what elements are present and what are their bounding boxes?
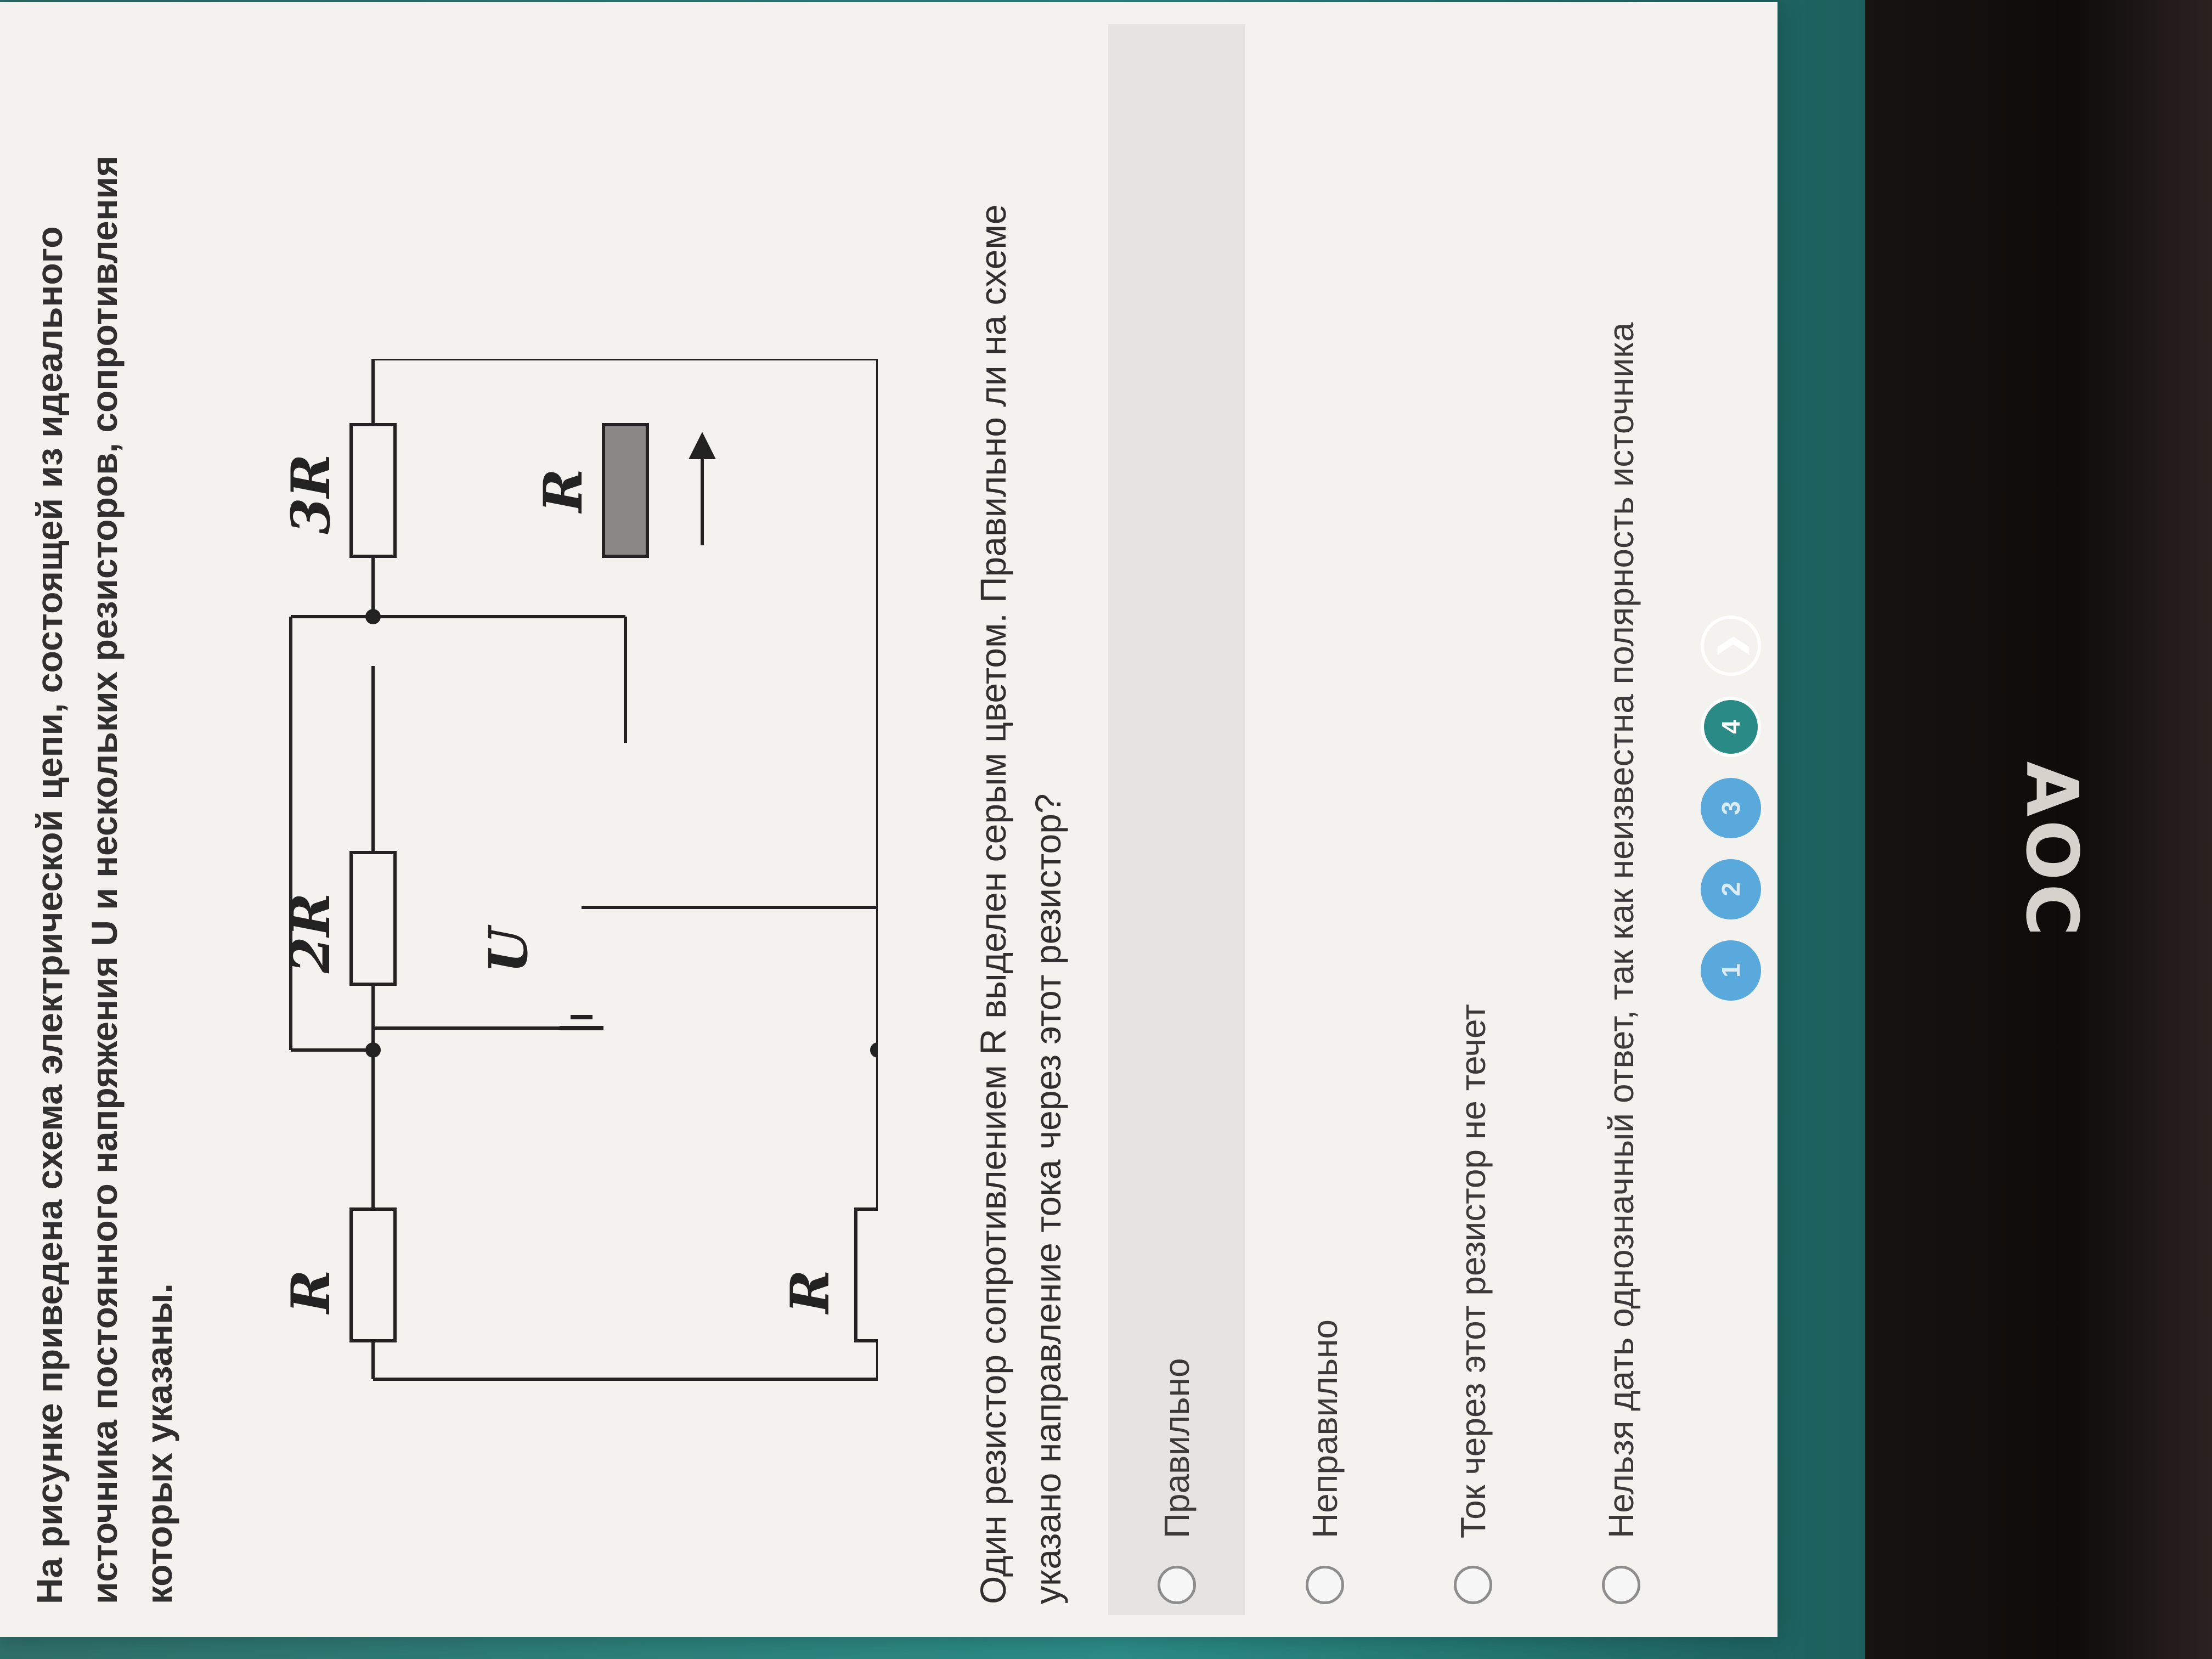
option-3[interactable]: Ток через этот резистор не течет: [1404, 24, 1542, 1615]
label-3r: 3R: [280, 454, 342, 534]
option-2[interactable]: Неправильно: [1256, 24, 1393, 1615]
radio-icon[interactable]: [1602, 1566, 1640, 1604]
task-intro: На рисунке приведена схема электрической…: [29, 155, 179, 1604]
task-question: Один резистор сопротивлением R выделен с…: [973, 204, 1068, 1604]
radio-icon[interactable]: [1306, 1566, 1344, 1604]
page-1-button[interactable]: 1: [1701, 940, 1761, 1001]
monitor-logo: AOC: [2010, 761, 2094, 940]
resistor-3r: [349, 423, 397, 558]
label-r-bottom-left: R: [779, 1269, 841, 1315]
option-4[interactable]: Нельзя дать однозначный ответ, так как н…: [1553, 24, 1690, 1615]
task-card: На рисунке приведена схема электрической…: [0, 2, 1778, 1637]
resistor-r-top-left: [349, 1207, 397, 1342]
label-source: U: [477, 924, 539, 973]
resistor-r-gray: [602, 423, 649, 558]
radio-icon[interactable]: [1158, 1566, 1196, 1604]
current-arrow: [689, 432, 716, 545]
page-4-button[interactable]: 4: [1701, 697, 1761, 757]
option-label: Нельзя дать однозначный ответ, так как н…: [1601, 322, 1641, 1538]
junction-dot: [870, 1042, 878, 1058]
option-1[interactable]: Правильно: [1108, 24, 1245, 1615]
radio-icon[interactable]: [1454, 1566, 1492, 1604]
chevron-right-icon[interactable]: ❯: [1701, 616, 1761, 676]
circuit-diagram: R R 2R 3R R U: [280, 359, 878, 1381]
page-3-button[interactable]: 3: [1701, 778, 1761, 838]
screen: На рисунке приведена схема электрической…: [0, 2, 1778, 1637]
option-label: Ток через этот резистор не течет: [1453, 1004, 1493, 1538]
junction-dot: [365, 609, 381, 624]
option-label: Неправильно: [1305, 1319, 1345, 1538]
pagination: 1 2 3 4 ❯: [1701, 616, 1761, 1001]
label-r-top-left: R: [280, 1269, 342, 1315]
option-label: Правильно: [1157, 1358, 1197, 1538]
junction-dot: [365, 1042, 381, 1058]
monitor-bezel: [1865, 0, 2212, 1659]
label-r-gray: R: [532, 469, 594, 514]
label-2r: 2R: [280, 893, 342, 974]
resistor-2r: [349, 851, 397, 986]
page-2-button[interactable]: 2: [1701, 859, 1761, 919]
resistor-r-bottom-left: [854, 1207, 878, 1342]
